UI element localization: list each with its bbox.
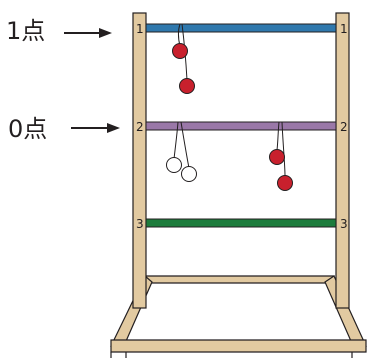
rung-3 xyxy=(145,218,337,228)
arrow-to-rung-1 xyxy=(64,28,112,38)
ladder-base xyxy=(110,275,367,358)
rung-3-number-left: 3 xyxy=(136,217,144,231)
score-label-1-point: 1点 xyxy=(6,17,45,45)
ball-white xyxy=(166,157,182,173)
rung-2-number-right: 2 xyxy=(340,120,348,134)
score-1-text: 1点 xyxy=(6,17,45,45)
arrow-to-rung-2 xyxy=(71,123,120,133)
score-label-0-point: 0点 xyxy=(8,115,47,143)
base-front-rail xyxy=(110,339,367,353)
bola-red-rung-2 xyxy=(269,121,293,191)
rung-1-number-left: 1 xyxy=(136,22,144,36)
rung-3-number-right: 3 xyxy=(340,217,348,231)
base-back-rail xyxy=(144,275,335,284)
right-upright xyxy=(335,12,350,309)
left-upright xyxy=(132,12,147,309)
ball-red xyxy=(277,175,293,191)
bola-red-rung-1 xyxy=(172,23,195,94)
ball-red xyxy=(179,78,195,94)
ball-red xyxy=(269,149,285,165)
bola-white-rung-2 xyxy=(166,121,197,182)
rung-1-number-right: 1 xyxy=(340,22,348,36)
rung-2 xyxy=(145,121,337,131)
rung-1 xyxy=(145,23,337,33)
ball-white xyxy=(181,166,197,182)
score-0-text: 0点 xyxy=(8,115,47,143)
ball-red xyxy=(172,43,188,59)
rung-2-number-left: 2 xyxy=(136,120,144,134)
